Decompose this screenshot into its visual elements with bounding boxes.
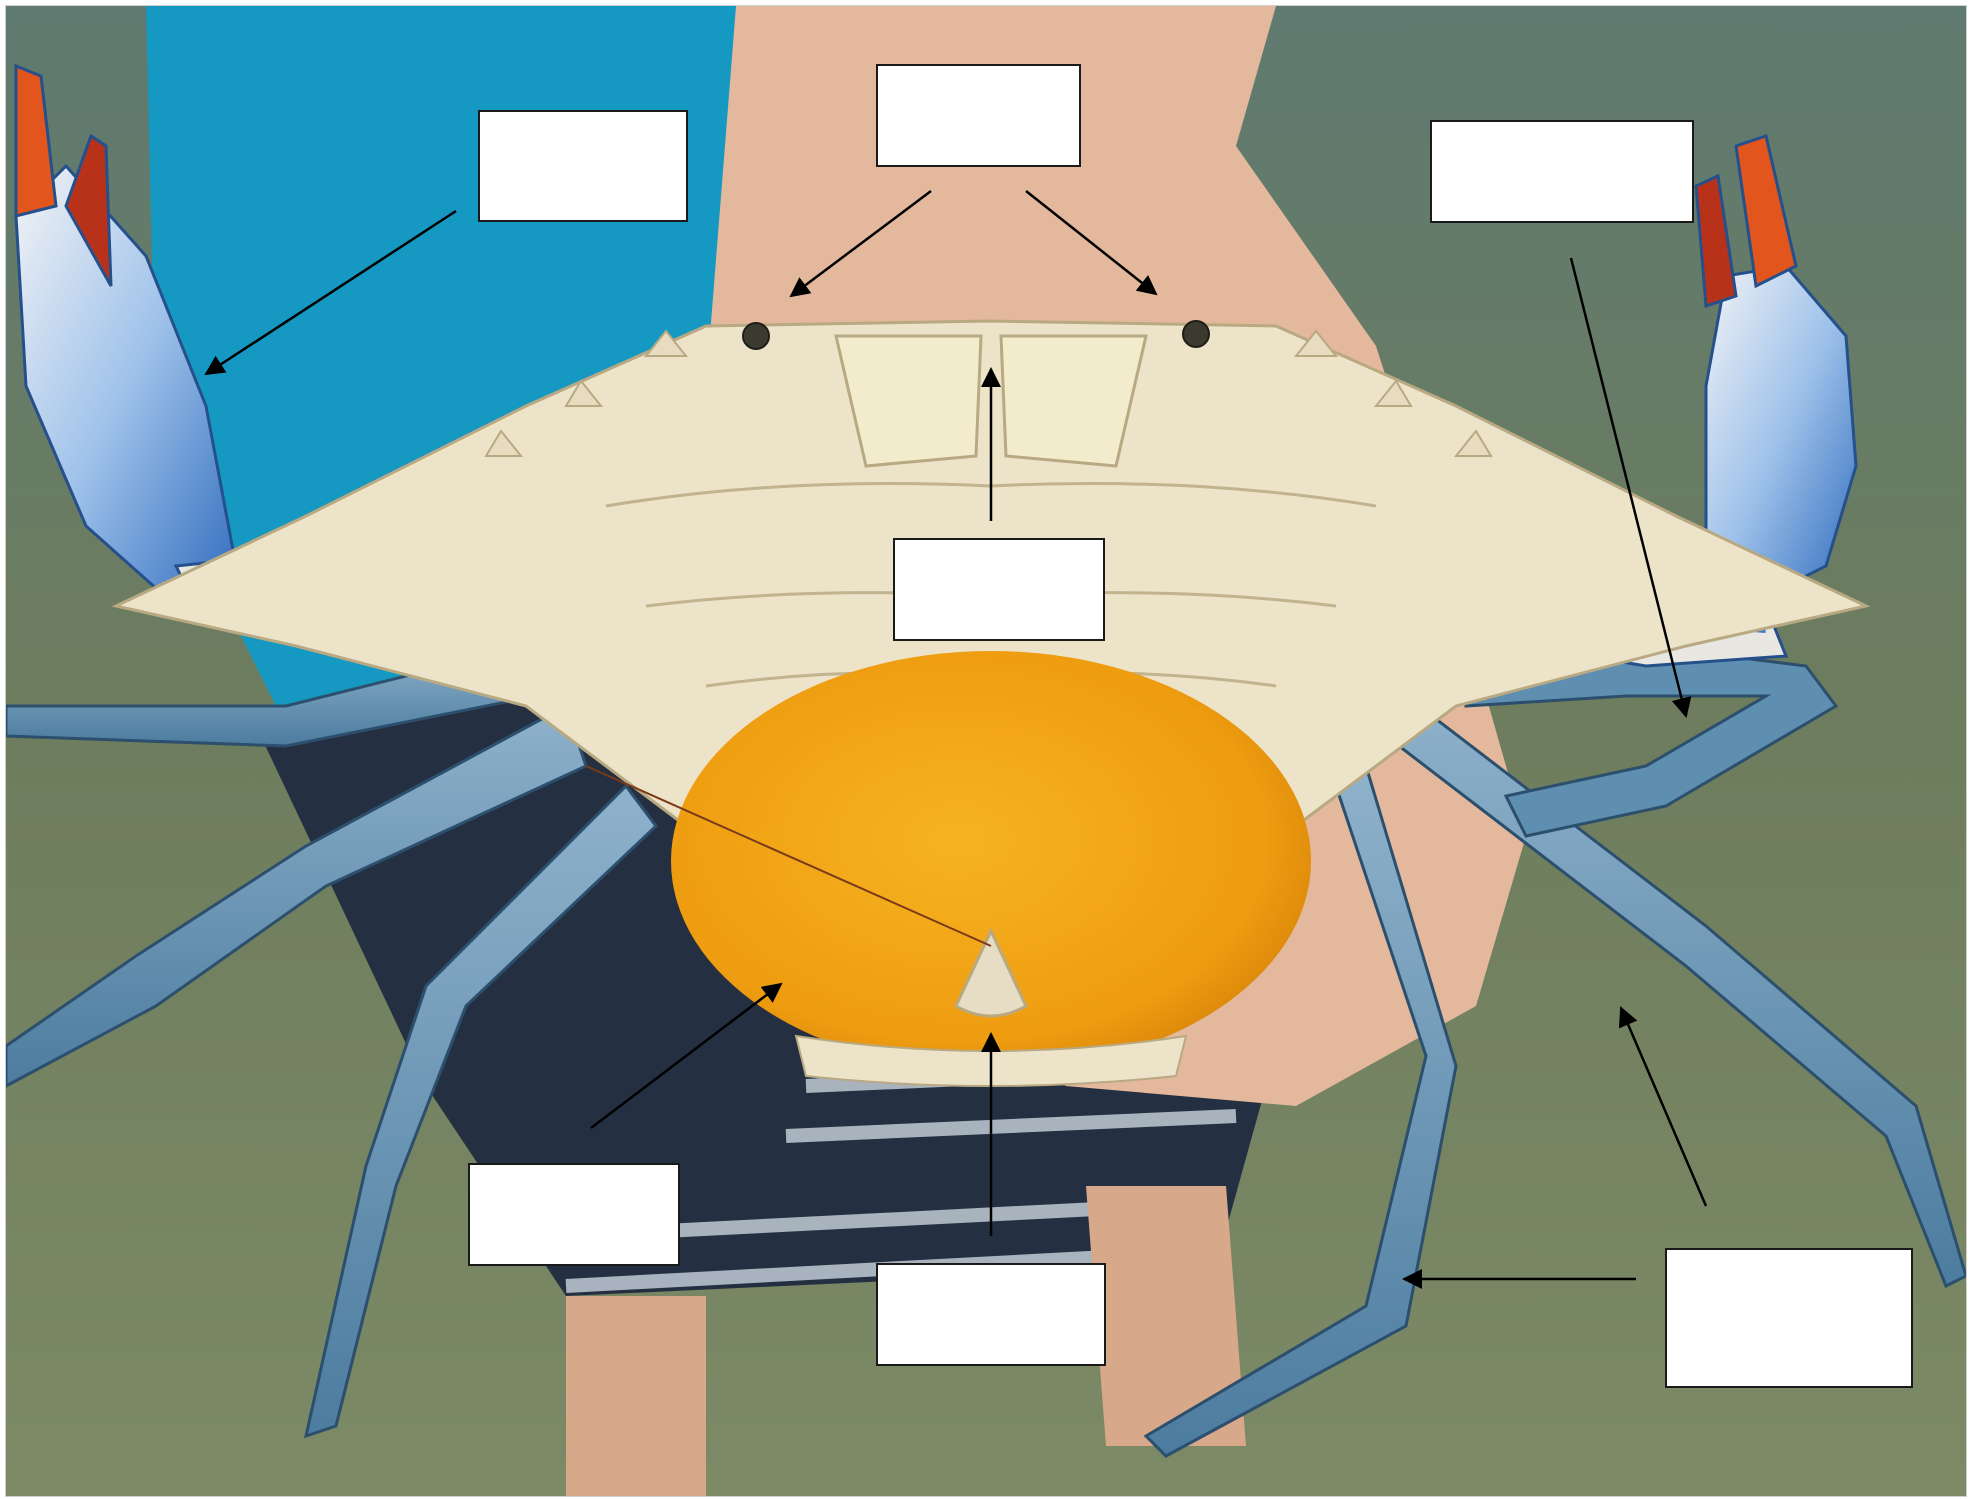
label-box-claw[interactable] [478,110,688,222]
label-box-eyes[interactable] [876,64,1081,167]
label-box-abdomen[interactable] [876,1263,1106,1366]
label-box-walking-leg[interactable] [1665,1248,1913,1388]
label-box-mouth[interactable] [893,538,1105,641]
label-box-egg-mass[interactable] [468,1163,680,1266]
label-box-swimming-leg[interactable] [1430,120,1694,223]
